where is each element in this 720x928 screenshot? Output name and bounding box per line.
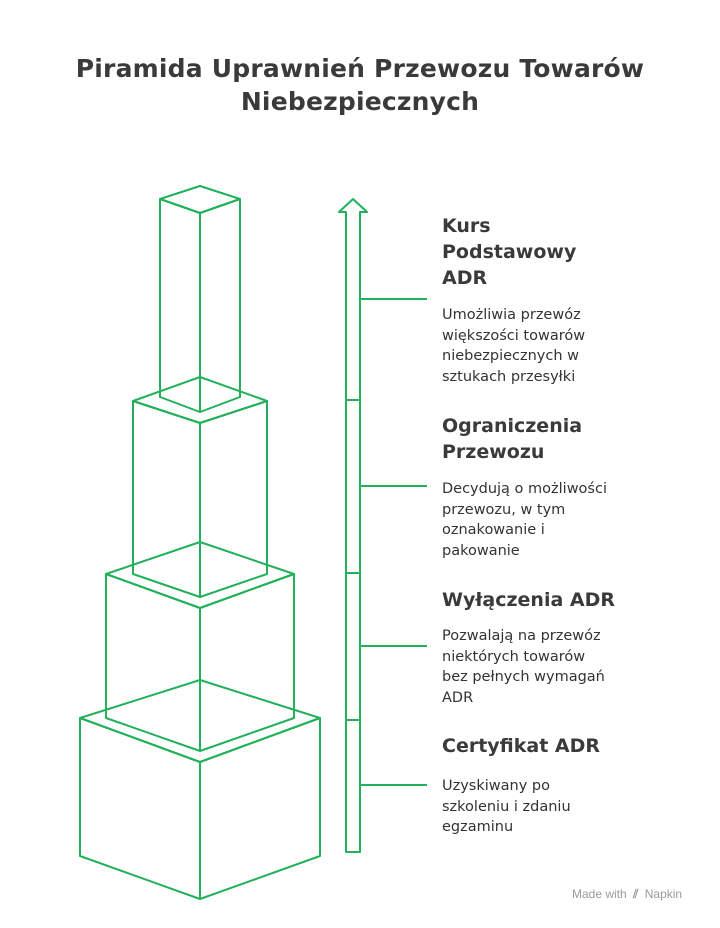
level-2-description-line: przewozu, w tym: [442, 501, 566, 518]
level-1-description-line: sztukach przesyłki: [442, 368, 576, 385]
title-line-2: Niebezpiecznych: [240, 87, 480, 116]
level-1-heading-line: Podstawowy: [442, 241, 577, 263]
level-3-heading-line: Wyłączenia ADR: [442, 589, 616, 611]
level-4-description-line: szkoleniu i zdaniu: [442, 798, 571, 815]
box-certyfikat-adr: [79, 679, 321, 900]
level-2-heading-line: Ograniczenia: [442, 415, 583, 437]
level-2-description-line: Decydują o możliwości: [442, 481, 607, 497]
watermark-prefix: Made with: [572, 887, 627, 901]
level-4-description-line: Uzyskiwany po: [442, 778, 550, 794]
level-1-description-line: niebezpiecznych w: [442, 348, 580, 364]
level-4-heading-line: Certyfikat ADR: [442, 735, 601, 757]
box-kurs-podstawowy: [159, 185, 241, 413]
level-1-description: Umożliwia przewóz większości towarów nie…: [442, 305, 585, 387]
arrow-up-icon: [338, 198, 368, 853]
level-4-heading: Certyfikat ADR: [442, 733, 600, 759]
level-3-description-line: ADR: [442, 689, 474, 706]
level-2-heading: Ograniczenia Przewozu: [442, 413, 582, 465]
level-2-heading-line: Przewozu: [442, 441, 545, 463]
title-line-1: Piramida Uprawnień Przewozu Towarów: [75, 54, 645, 83]
level-1-description-line: większości towarów: [442, 327, 586, 344]
level-3-heading: Wyłączenia ADR: [442, 587, 615, 613]
napkin-logo-icon: ⫽: [633, 887, 639, 901]
level-3-description: Pozwalają na przewóz niektórych towarów …: [442, 626, 605, 708]
level-4-description-line: egzaminu: [442, 819, 514, 835]
watermark: Made with ⫽ Napkin: [572, 887, 682, 902]
level-1-heading-line: Kurs: [442, 215, 491, 237]
level-2-description-line: pakowanie: [442, 542, 520, 559]
level-1-description-line: Umożliwia przewóz: [442, 307, 581, 323]
level-2-description-line: oznakowanie i: [442, 522, 545, 538]
level-3-description-line: Pozwalają na przewóz: [442, 628, 601, 644]
watermark-brand: Napkin: [644, 887, 683, 901]
box-wylaczenia-adr: [105, 541, 295, 752]
level-3-description-line: niektórych towarów: [442, 648, 586, 665]
level-1-heading-line: ADR: [442, 267, 488, 289]
level-1-heading: Kurs Podstawowy ADR: [442, 213, 576, 291]
level-3-description-line: bez pełnych wymagań: [442, 669, 605, 685]
level-4-description: Uzyskiwany po szkoleniu i zdaniu egzamin…: [442, 776, 571, 838]
level-2-description: Decydują o możliwości przewozu, w tym oz…: [442, 479, 607, 561]
box-ograniczenia-przewozu: [132, 376, 268, 598]
diagram-title: Piramida Uprawnień Przewozu Towarów Nieb…: [0, 52, 720, 118]
